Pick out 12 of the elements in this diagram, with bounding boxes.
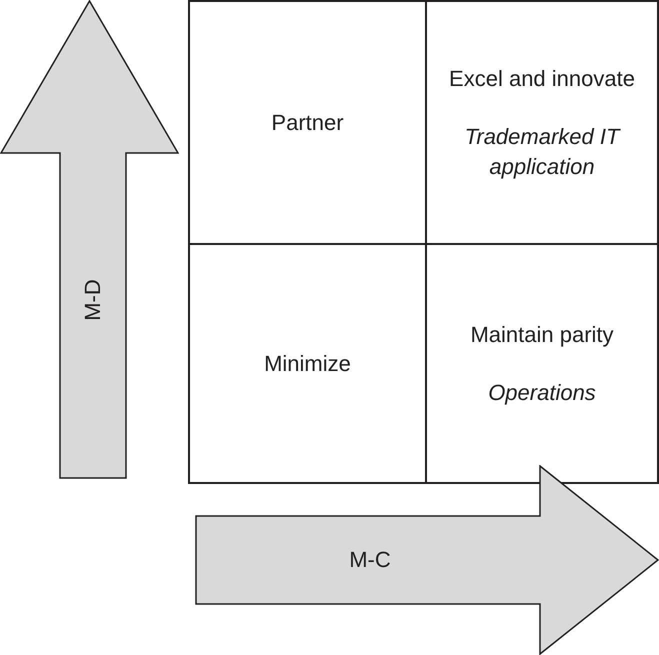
- quadrant-cell: [188, 243, 427, 484]
- quadrant-title: Maintain parity: [470, 320, 614, 349]
- quadrant-example: Operations: [488, 378, 596, 407]
- axis-label: M-D: [82, 279, 104, 321]
- quadrant-title: Excel and innovate: [449, 64, 635, 92]
- axis-label: M-C: [349, 549, 391, 571]
- quadrant-cell: [425, 0, 659, 245]
- quadrant-example: Trademarked IT application: [464, 122, 622, 181]
- quadrant-title: Minimize: [264, 350, 351, 378]
- quadrant-title: Partner: [271, 108, 344, 136]
- quadrant-cell: [425, 243, 659, 484]
- quadrant-cell: [188, 0, 427, 245]
